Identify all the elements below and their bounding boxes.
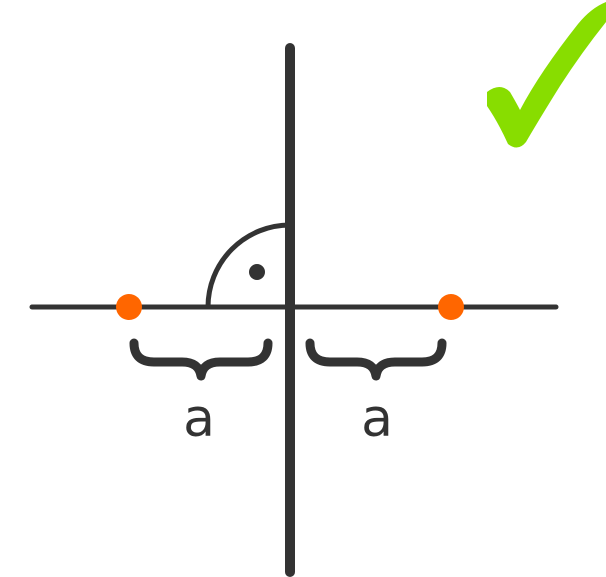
brace-right — [305, 338, 447, 381]
brace-left — [129, 338, 273, 381]
checkmark-icon — [487, 2, 606, 148]
right-angle-arc — [205, 222, 291, 308]
point-left — [116, 294, 142, 320]
right-angle-dot — [249, 264, 265, 280]
distance-label-left: a — [183, 389, 215, 449]
point-right — [438, 294, 464, 320]
distance-label-right: a — [361, 389, 393, 449]
